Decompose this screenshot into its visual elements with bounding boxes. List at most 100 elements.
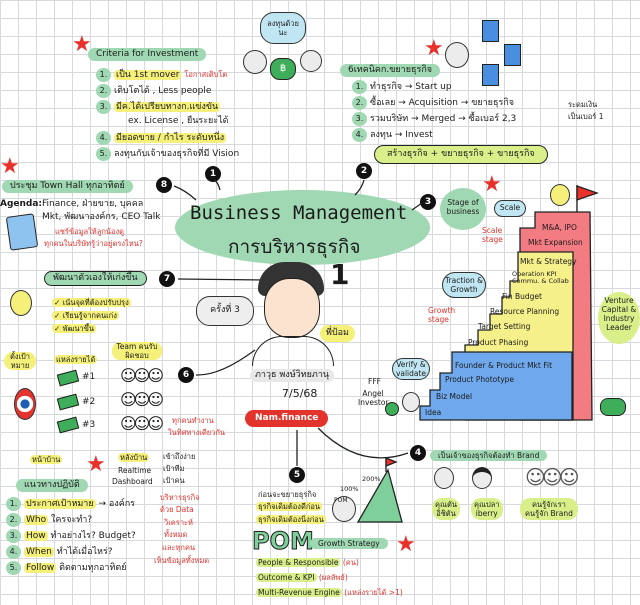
develop-item-3: ✓ พัฒนาขึ้น <box>52 324 96 333</box>
person-name: คนรู้จักเรา <box>531 500 566 509</box>
item-number: 4. <box>352 128 367 142</box>
person-brand: อิชิตัน <box>436 509 456 518</box>
item-text: → องค์กร <box>98 499 136 509</box>
criteria-item-2: 2.เติบโตได้ , Less people <box>96 84 211 98</box>
scale-stage-label: Scale stage <box>482 226 503 244</box>
pom-item-1: People & Responsible (คน) <box>256 558 359 567</box>
item-number: 2. <box>6 513 21 527</box>
item-text: มียอดขาย / กำไร ระดับหนึ่ง <box>114 133 227 143</box>
growth-strategy-label: Growth Strategy <box>310 538 388 549</box>
speaker-name: ภาวุธ พงษ์วิทยภานุ <box>250 369 335 382</box>
item-number: 5. <box>96 147 111 161</box>
character-icon <box>445 42 469 68</box>
building-icon <box>482 64 499 86</box>
item-number: 2. <box>96 84 111 98</box>
building-icon <box>482 20 499 42</box>
townhall-note-2: ทุกคนในบริษัทรู้ว่าอยู่ตรงไหน? <box>44 239 143 248</box>
item-number: 1. <box>6 497 21 511</box>
brand-title: เป็นเจ้าของธุรกิจต้องทำ Brand <box>430 450 548 461</box>
develop-title: พัฒนาตัวเองให้เก่งขึ้น <box>44 271 147 286</box>
item-number: 3. <box>96 100 111 114</box>
agenda-label: Agenda: <box>0 199 43 209</box>
item-key: People & Responsible <box>256 558 341 567</box>
develop-item-1: ✓ เน้นจุดที่ต้องปรับปรุง <box>52 298 131 307</box>
practice-item-1: 1.ประกาศเป้าหมาย → องค์กร <box>6 497 135 511</box>
practice-note-6: เห็นข้อมูลทั้งหมด <box>154 556 210 565</box>
stair-yellow-6: Product Phasing <box>468 338 529 347</box>
person-brand: คนรู้จัก Brand <box>525 509 573 518</box>
practice-item-5: 5.Follow ติดตามทุกอาทิตย์ <box>6 561 127 575</box>
expand-side-1: ระดมเงิน <box>568 100 598 109</box>
character-icon <box>300 50 322 72</box>
item-text: ลงทุน → Invest <box>370 130 433 140</box>
item-text: มีค.ได้เปรียบทางก.แข่งขัน <box>114 102 221 112</box>
invest-speech-bubble: ลงทุนด้วยนะ <box>260 12 306 44</box>
pom-pct-100: 100% <box>340 485 359 493</box>
star-icon: ★ <box>396 532 416 557</box>
node-4: 4 <box>410 445 426 461</box>
criteria-item-5: 5.ลงทุนกับเจ้าของธุรกิจที่มี Vision <box>96 147 239 161</box>
stage-title: Stage of business <box>440 188 486 230</box>
criteria-item-3: 3.มีค.ได้เปรียบทางก.แข่งขัน <box>96 100 221 114</box>
money-bag-icon <box>600 398 626 416</box>
node-8: 8 <box>156 177 172 193</box>
expand-item-3: 3.รวมบริษัท → Merged → ซื้อเบอร์ 2,3 <box>352 112 516 126</box>
item-key: When <box>24 547 54 557</box>
item-key: Multi-Revenue Engine <box>256 588 342 597</box>
title-th: การบริหารธุรกิจ <box>228 236 361 258</box>
expand-item-1: 1.ทำธุรกิจ → Start up <box>352 80 452 94</box>
pom-pct-200: 200% <box>362 475 381 483</box>
goal-row-1: #1 <box>82 372 96 382</box>
node-6: 6 <box>178 367 194 383</box>
speaker-nickname: พี่ป้อม <box>320 325 355 342</box>
angel-label: Angel Investor <box>358 389 389 407</box>
agenda-line-2: Mkt, พัฒนาองค์กร, CEO Talk <box>42 212 161 222</box>
team-label: Team คนรับผิดชอบ <box>112 342 162 360</box>
item-text: ทำได้เมื่อไหร่? <box>56 547 113 557</box>
item-key: Outcome & KPI <box>256 573 317 582</box>
verify-bubble: Verify & validate <box>392 358 430 380</box>
item-number: 3. <box>6 529 21 543</box>
item-number: 3. <box>352 112 367 126</box>
practice-note-3: วิเคราะห์ <box>164 518 194 527</box>
item-text: ใครจะทำ? <box>50 515 93 525</box>
item-text: รวมบริษัท → Merged → ซื้อเบอร์ 2,3 <box>370 114 517 124</box>
node-7: 7 <box>159 271 175 287</box>
practice-note-2: ด้วย Data <box>160 505 194 514</box>
pom-before-3: ธุรกิจเดิมต้องนิ่งก่อน <box>256 515 326 524</box>
title-ellipse <box>175 190 430 265</box>
flag-icon <box>576 185 599 201</box>
lightbulb-icon <box>10 290 32 316</box>
star-icon: ★ <box>424 36 444 61</box>
agenda-line-1: Finance, ฝ่ายขาย, บุคคล <box>42 199 144 209</box>
item-text: ✓ เรียนรู้จากคนเก่ง <box>52 311 119 320</box>
pom-character-icon <box>332 496 356 522</box>
character-icon <box>243 50 267 74</box>
item-number: 1. <box>96 68 111 82</box>
stair-yellow-5: Target Setting <box>478 322 531 331</box>
vc-label: Venture Capital & Industry Leader <box>598 292 640 344</box>
front-label: หน้าบ้าน <box>30 455 63 464</box>
pom-before-2: ธุรกิจเดิมต้องดีก่อน <box>256 502 322 511</box>
node-1: 1 <box>205 166 221 182</box>
pom-item-3: Multi-Revenue Engine (แหล่งรายได้ >1) <box>256 588 403 597</box>
access-2: เป้าทีม <box>163 464 185 473</box>
criteria-item-1: 1.เป็น 1st mover โอกาสเติบโต <box>96 68 227 82</box>
character-icon <box>402 392 420 412</box>
back-label: หลังบ้าน <box>118 453 150 462</box>
goals-note-2: ในทิศทางเดียวกัน <box>168 428 226 437</box>
stair-blue-3: Biz Model <box>436 392 473 401</box>
scale-bubble: Scale <box>494 200 526 217</box>
item-note: (คน) <box>342 558 359 567</box>
pom-hat-label: POM <box>334 497 348 504</box>
item-note: (แหล่งรายได้ >1) <box>344 588 403 597</box>
townhall-title: ประชุม Town Hall ทุกอาทิตย์ <box>2 180 133 193</box>
pom-before-1: ก่อนจะขยายธุรกิจ <box>258 490 317 499</box>
star-icon: ★ <box>482 172 502 197</box>
team-people-icon: ☺☺☺ <box>120 414 164 433</box>
goal-row-3: #3 <box>82 420 96 430</box>
